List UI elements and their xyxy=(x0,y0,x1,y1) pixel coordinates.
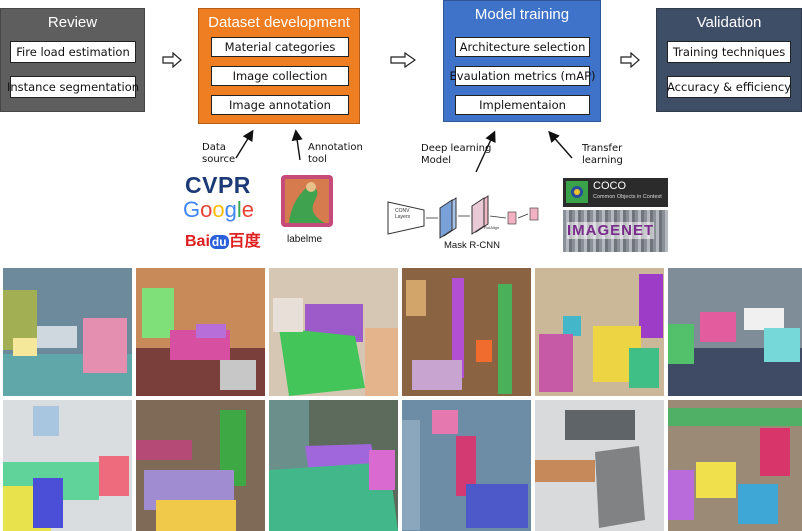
sub-item: Accuracy & efficiency xyxy=(667,76,791,98)
annotated-photo xyxy=(269,400,398,531)
sub-item: Image collection xyxy=(211,66,349,86)
stage-title: Review xyxy=(47,14,98,31)
annotated-photo xyxy=(535,268,664,396)
imagenet-text: IMAGENET xyxy=(567,222,655,239)
network-conv-label: CONV Layers xyxy=(395,208,411,220)
arrow-right-icon xyxy=(162,52,182,68)
annotated-photo xyxy=(3,268,132,396)
annotated-photo xyxy=(3,400,132,531)
annotated-photo xyxy=(535,400,664,531)
annotated-photo xyxy=(269,268,398,396)
stage-validation: Validation Training techniques Accuracy … xyxy=(656,8,802,112)
arrow-right-icon xyxy=(620,52,640,68)
sub-item: Fire load estimation xyxy=(10,41,136,63)
stage-title: Model training xyxy=(474,6,570,23)
coco-logo: COCO Common Objects in Context xyxy=(563,178,668,207)
sub-item: Material categories xyxy=(211,37,349,57)
sub-item: Training techniques xyxy=(667,41,791,63)
sub-item: Implementaion xyxy=(455,95,590,115)
stage-model-training: Model training Architecture selection Ev… xyxy=(443,0,601,122)
annotated-photo xyxy=(668,400,802,531)
google-logo: Google xyxy=(183,197,255,222)
sub-item: Evaulation metrics (mAP) xyxy=(450,66,596,86)
coco-mark-icon xyxy=(566,181,588,203)
coco-subtitle: Common Objects in Context xyxy=(593,194,662,200)
sub-item: Architecture selection xyxy=(455,37,590,57)
network-roi-label: RoIAlign xyxy=(484,225,500,230)
label-transfer-learning: Transfer learning xyxy=(582,143,623,166)
imagenet-logo: IMAGENET xyxy=(563,210,668,252)
stage-title: Dataset development xyxy=(208,14,350,31)
sub-item: Image annotation xyxy=(211,95,349,115)
label-annotation-tool: Annotation tool xyxy=(308,142,363,165)
annotated-photo xyxy=(402,400,531,531)
mask-rcnn-label: Mask R-CNN xyxy=(444,240,500,251)
coco-title: COCO xyxy=(593,180,626,192)
sub-item: Instance segmentation xyxy=(7,76,139,98)
annotated-photo xyxy=(668,268,802,396)
stage-dataset: Dataset development Material categories … xyxy=(198,8,360,124)
label-data-source: Data source xyxy=(202,142,236,165)
labelme-logo-icon xyxy=(281,175,333,227)
baidu-paw-icon: du xyxy=(209,235,229,249)
annotated-photo xyxy=(136,400,265,531)
label-deep-learning: Deep learning Model xyxy=(421,143,492,166)
arrow-right-icon xyxy=(390,52,416,68)
stage-title: Validation xyxy=(696,14,762,31)
mask-rcnn-diagram xyxy=(387,195,539,239)
annotated-photo xyxy=(136,268,265,396)
labelme-label: labelme xyxy=(287,234,323,245)
cvpr-logo: CVPR xyxy=(185,172,251,198)
annotation-arrows xyxy=(235,129,573,173)
annotated-photo xyxy=(402,268,531,396)
stage-review: Review Fire load estimation Instance seg… xyxy=(0,8,145,112)
